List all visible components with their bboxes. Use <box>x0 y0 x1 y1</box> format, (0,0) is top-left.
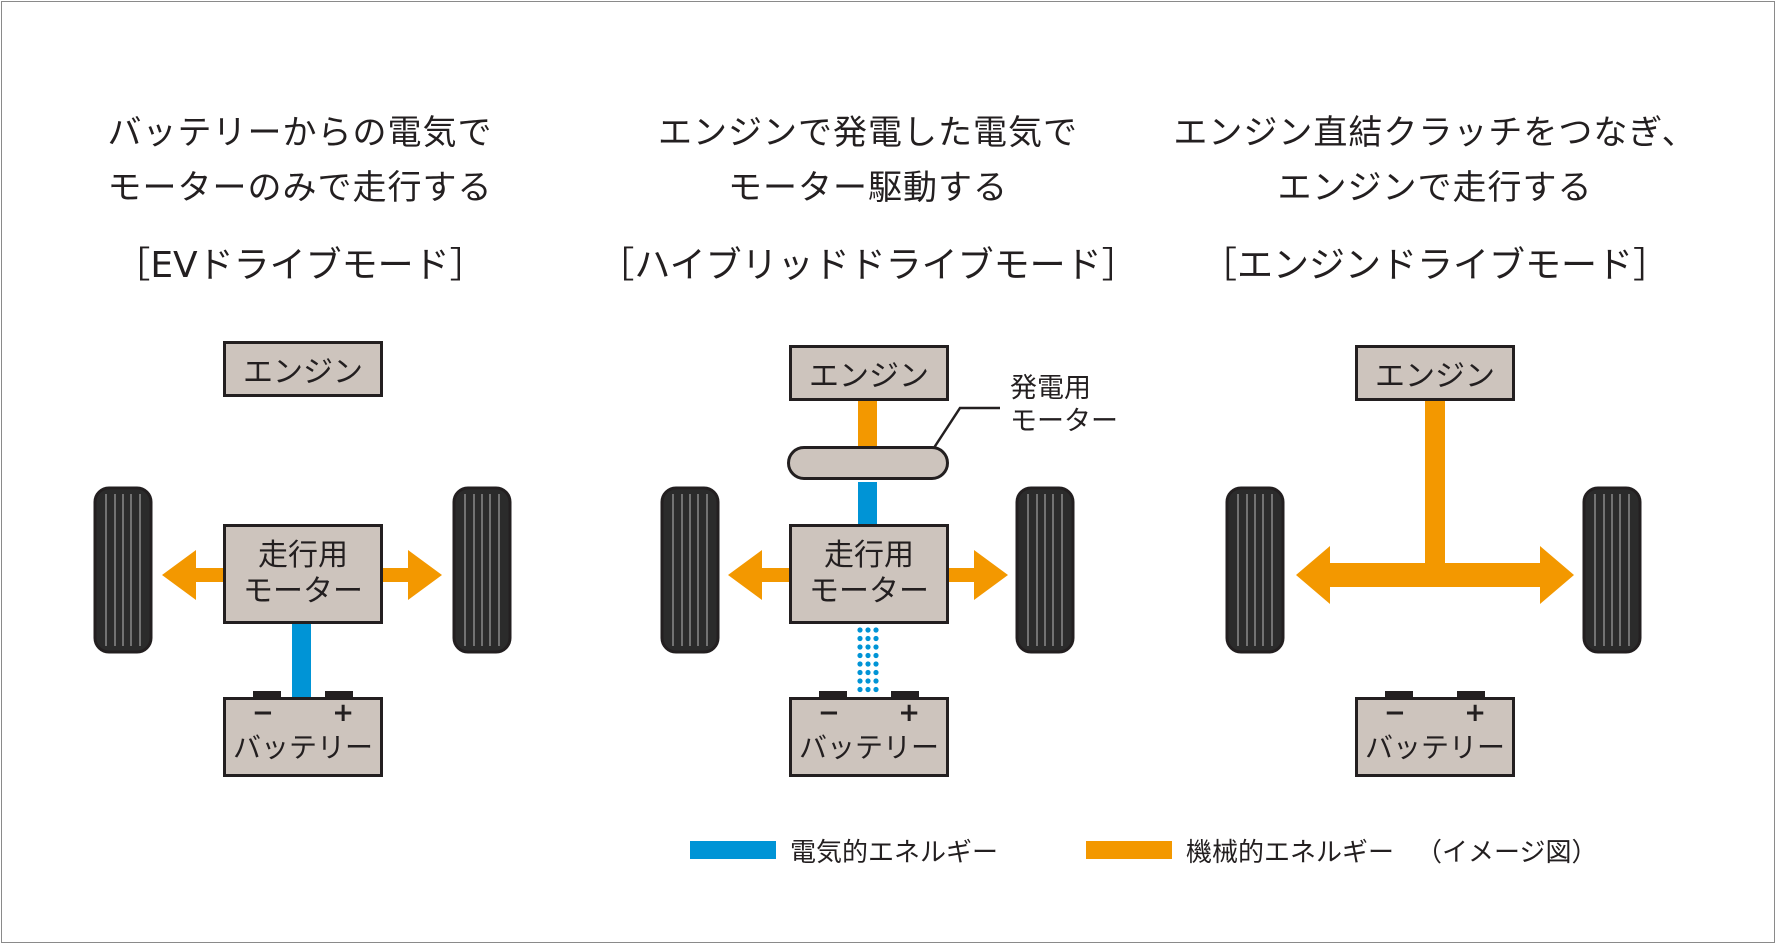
engine-box: エンジン <box>789 345 949 401</box>
left-tire-icon <box>93 486 153 658</box>
electric-dot <box>865 644 871 650</box>
panel-ev-mode: バッテリーからの電気で モーターのみで走行する ［EVドライブモード］ エンジン… <box>0 0 600 946</box>
legend-note: （イメージ図） <box>1416 837 1598 868</box>
legend-electric: 電気的エネルギー <box>690 830 998 870</box>
battery-terminal-plus <box>325 691 353 700</box>
battery-box: − + バッテリー <box>789 691 949 777</box>
electric-dot <box>873 627 879 633</box>
right-tire-icon <box>1582 486 1642 658</box>
p2-callout-leader <box>924 406 1000 461</box>
legend-electric-swatch <box>690 841 776 859</box>
p3-engine-shaft <box>1425 401 1445 571</box>
electric-dot <box>873 678 879 684</box>
engine-box: エンジン <box>223 341 383 397</box>
battery-polarity: − + <box>792 698 946 728</box>
drive-motor-label-line2: モーター <box>809 574 929 609</box>
electric-dot <box>865 652 871 659</box>
battery-plus-sign: + <box>332 698 354 728</box>
battery-box: − + バッテリー <box>223 691 383 777</box>
panel-heading-line1: エンジン直結クラッチをつなぎ、 <box>1173 113 1697 153</box>
battery-polarity: − + <box>226 698 380 728</box>
battery-label: バッテリー <box>1364 731 1505 764</box>
panel-heading-line1: エンジンで発電した電気で <box>658 113 1078 153</box>
electric-dot <box>865 627 871 633</box>
p2-right-arrow <box>946 550 1008 600</box>
drive-motor-label-line2: モーター <box>243 574 363 609</box>
battery-minus-sign: − <box>1384 698 1406 728</box>
legend-mechanical-swatch <box>1086 841 1172 859</box>
legend-mechanical: 機械的エネルギー （イメージ図） <box>1086 830 1598 870</box>
battery-box: − + バッテリー <box>1355 691 1515 777</box>
electric-dot <box>865 635 871 642</box>
battery-label: バッテリー <box>232 731 373 764</box>
p2-dotted-electric-link <box>857 627 879 693</box>
electric-dot <box>857 635 863 642</box>
drive-motor-label-line1: 走行用 <box>258 538 348 573</box>
p2-left-arrow <box>728 550 790 600</box>
panel-heading-line1: バッテリーからの電気で <box>107 113 493 153</box>
electric-dot <box>857 652 863 659</box>
panel-engine-mode: エンジン直結クラッチをつなぎ、 エンジンで走行する ［エンジンドライブモード］ … <box>1135 0 1735 946</box>
p1-electric-link <box>292 620 311 698</box>
electric-dot <box>857 644 863 650</box>
panel-heading-line2: モーター駆動する <box>728 168 1008 208</box>
battery-polarity: − + <box>1358 698 1512 728</box>
left-tire-icon <box>660 486 720 658</box>
generator-label-line2: モーター <box>1010 406 1118 437</box>
engine-label: エンジン <box>809 359 929 394</box>
electric-dot <box>865 678 871 684</box>
generator-callout: 発電用 モーター <box>1010 372 1118 438</box>
generator-label-line1: 発電用 <box>1010 373 1091 404</box>
battery-label: バッテリー <box>798 731 939 764</box>
engine-label: エンジン <box>1375 359 1495 394</box>
battery-terminal-minus <box>253 691 281 700</box>
mode-label: ［ハイブリッドドライブモード］ <box>598 245 1138 286</box>
p2-engine-gen-link <box>858 401 877 449</box>
electric-dot <box>873 652 879 659</box>
right-tire-icon <box>1015 486 1075 658</box>
battery-terminal-minus <box>819 691 847 700</box>
panel-hybrid-mode: エンジンで発電した電気で モーター駆動する ［ハイブリッドドライブモード］ エン… <box>568 0 1168 946</box>
electric-dot <box>873 644 879 650</box>
battery-terminal-minus <box>1385 691 1413 700</box>
electric-dot <box>857 669 863 676</box>
electric-dot <box>865 661 871 667</box>
drive-motor-box: 走行用 モーター <box>789 524 949 624</box>
left-tire-icon <box>1225 486 1285 658</box>
electric-dot <box>873 669 879 676</box>
panel-heading-line2: モーターのみで走行する <box>107 168 493 208</box>
mode-label: ［EVドライブモード］ <box>114 245 486 286</box>
battery-plus-sign: + <box>1464 698 1486 728</box>
drive-motor-label-line1: 走行用 <box>824 538 914 573</box>
battery-terminal-plus <box>891 691 919 700</box>
p1-right-arrow <box>380 550 442 600</box>
electric-dot <box>857 686 863 693</box>
panel-heading-line2: エンジンで走行する <box>1277 168 1593 208</box>
electric-dot <box>873 661 879 667</box>
engine-label: エンジン <box>243 355 363 390</box>
p2-gen-motor-link <box>858 482 877 526</box>
electric-dot <box>873 635 879 642</box>
battery-plus-sign: + <box>898 698 920 728</box>
drive-motor-box: 走行用 モーター <box>223 524 383 624</box>
electric-dot <box>873 686 879 693</box>
generator-motor-shape <box>787 446 949 480</box>
right-tire-icon <box>452 486 512 658</box>
legend-mechanical-label: 機械的エネルギー <box>1186 837 1395 868</box>
mode-label: ［エンジンドライブモード］ <box>1200 245 1669 286</box>
engine-box: エンジン <box>1355 345 1515 401</box>
electric-dot <box>865 669 871 676</box>
battery-minus-sign: − <box>818 698 840 728</box>
p1-left-arrow <box>162 550 224 600</box>
battery-minus-sign: − <box>252 698 274 728</box>
p3-t-arrow <box>1296 546 1574 604</box>
electric-dot <box>857 627 863 633</box>
electric-dot <box>857 661 863 667</box>
electric-dot <box>857 678 863 684</box>
battery-terminal-plus <box>1457 691 1485 700</box>
legend-electric-label: 電気的エネルギー <box>790 837 999 868</box>
electric-dot <box>865 686 871 693</box>
